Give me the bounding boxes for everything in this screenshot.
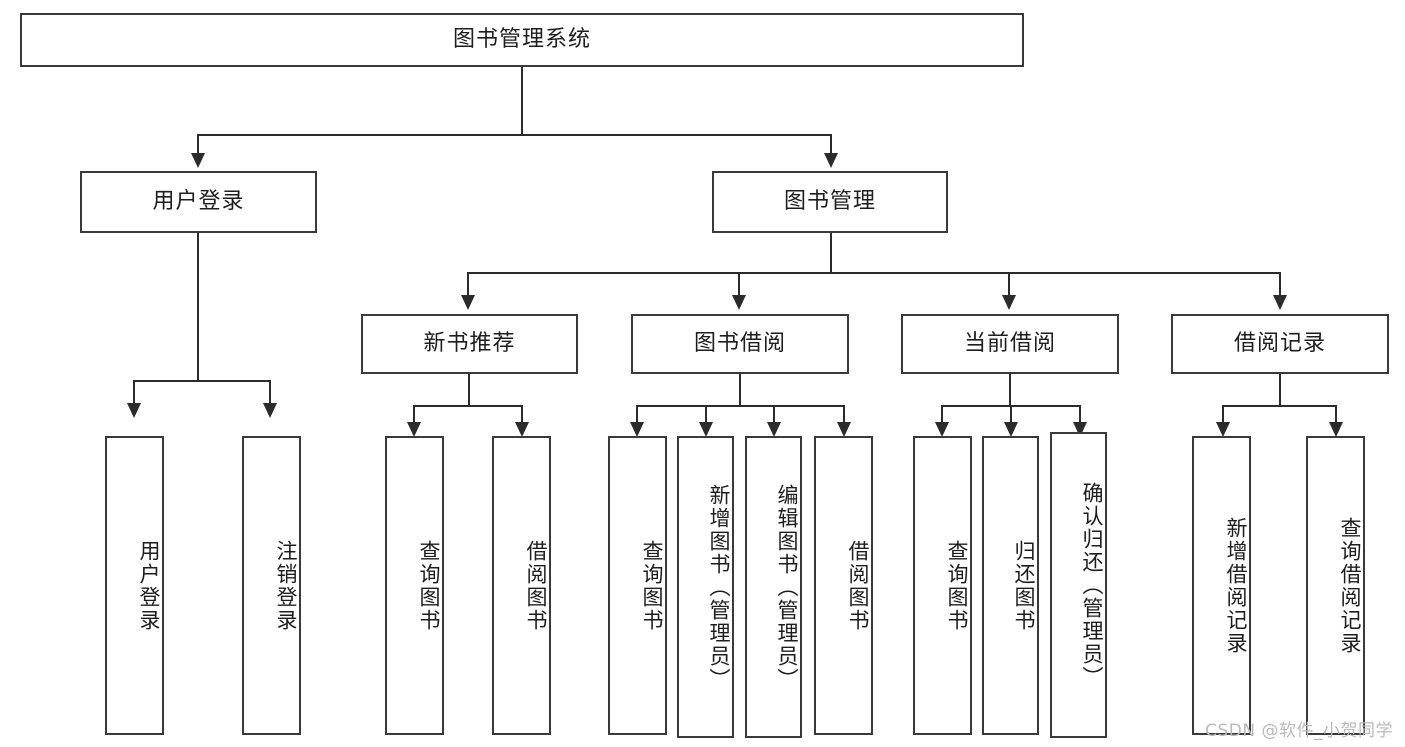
connector-book-management-stem	[830, 233, 832, 273]
connector-new-book-bus	[413, 405, 523, 407]
arrow-to-leaf-edit-book	[767, 422, 781, 437]
arrow-to-leaf-borrow-book-1	[515, 422, 529, 437]
node-label: 图书管理系统	[452, 26, 591, 52]
csdn-watermark: CSDN @软件_小贺同学	[1205, 721, 1393, 741]
arrow-to-current-borrow	[1002, 295, 1016, 310]
connector-user-login-drop-2	[269, 380, 271, 405]
node-label: 借阅图书	[846, 539, 870, 632]
leaf-edit-book-admin[interactable]: 编辑图书（管理员）	[745, 436, 802, 738]
connector-current-borrow-drop-1	[941, 405, 943, 425]
leaf-borrow-book-borrow[interactable]: 借阅图书	[814, 436, 873, 735]
node-label: 用户登录	[137, 539, 161, 632]
arrow-to-leaf-add-book	[699, 422, 713, 437]
connector-borrow-record-drop-1	[1222, 405, 1224, 425]
connector-borrow-record-stem	[1279, 374, 1281, 406]
node-book-management[interactable]: 图书管理	[712, 171, 948, 233]
leaf-logout[interactable]: 注销登录	[242, 436, 301, 735]
arrow-to-leaf-query-book-3	[935, 422, 949, 437]
connector-level3-drop-3	[1008, 272, 1010, 297]
connector-current-borrow-drop-2	[1010, 405, 1012, 425]
leaf-add-book-admin[interactable]: 新增图书（管理员）	[677, 436, 734, 738]
node-label: 查询图书	[640, 539, 664, 632]
leaf-query-book-new[interactable]: 查询图书	[385, 436, 444, 735]
connector-level3-bus	[467, 272, 1281, 274]
connector-user-login-bus	[133, 380, 270, 382]
node-label: 借阅记录	[1233, 330, 1326, 356]
connector-book-borrow-bus	[636, 405, 845, 407]
connector-root-drop-2	[830, 134, 832, 156]
connector-root-drop-1	[197, 134, 199, 156]
node-label: 新增借阅记录	[1224, 516, 1248, 655]
node-label: 用户登录	[152, 188, 245, 214]
node-user-login[interactable]: 用户登录	[80, 171, 317, 233]
node-label: 图书管理	[783, 188, 876, 214]
node-label: 当前借阅	[963, 330, 1056, 356]
arrow-to-leaf-borrow-book-2	[837, 422, 851, 437]
node-label: 图书借阅	[693, 330, 786, 356]
node-current-borrow[interactable]: 当前借阅	[901, 314, 1119, 374]
arrow-to-borrow-record	[1273, 295, 1287, 310]
arrow-to-leaf-query-book-1	[407, 422, 421, 437]
connector-level3-drop-1	[467, 272, 469, 297]
leaf-borrow-book-new[interactable]: 借阅图书	[492, 436, 551, 735]
node-label: 查询借阅记录	[1338, 516, 1362, 655]
arrow-to-book-borrow	[732, 295, 746, 310]
leaf-query-borrow-record[interactable]: 查询借阅记录	[1306, 436, 1365, 735]
connector-book-borrow-drop-1	[636, 405, 638, 425]
leaf-query-book-current[interactable]: 查询图书	[913, 436, 972, 735]
node-label: 查询图书	[417, 539, 441, 632]
node-borrow-record[interactable]: 借阅记录	[1171, 314, 1389, 374]
connector-root-stem	[521, 67, 523, 135]
connector-current-borrow-drop-3	[1079, 405, 1081, 425]
connector-level3-drop-4	[1279, 272, 1281, 297]
arrow-to-leaf-query-book-2	[630, 422, 644, 437]
node-new-book-recommend[interactable]: 新书推荐	[361, 314, 578, 374]
node-label: 归还图书	[1012, 539, 1036, 632]
node-root-book-management-system[interactable]: 图书管理系统	[20, 13, 1024, 67]
arrow-to-leaf-query-record	[1329, 422, 1343, 437]
arrow-to-book-management	[824, 153, 838, 168]
connector-root-bus	[198, 134, 832, 136]
leaf-confirm-return-admin[interactable]: 确认归还（管理员）	[1050, 432, 1107, 738]
arrow-to-new-book-recommend	[461, 295, 475, 310]
arrow-to-leaf-return-book	[1004, 422, 1018, 437]
node-label: 注销登录	[274, 539, 298, 632]
connector-borrow-record-drop-2	[1335, 405, 1337, 425]
node-book-borrow[interactable]: 图书借阅	[631, 314, 849, 374]
arrow-to-leaf-add-record	[1216, 422, 1230, 437]
connector-new-book-drop-1	[413, 405, 415, 425]
connector-book-borrow-stem	[739, 374, 741, 406]
connector-level3-drop-2	[738, 272, 740, 297]
node-label: 新增图书（管理员）	[707, 483, 731, 691]
connector-book-borrow-drop-2	[705, 405, 707, 425]
connector-book-borrow-drop-3	[773, 405, 775, 425]
node-label: 确认归还（管理员）	[1080, 481, 1104, 689]
leaf-user-login[interactable]: 用户登录	[105, 436, 164, 735]
connector-user-login-stem	[197, 233, 199, 381]
connector-current-borrow-stem	[1009, 374, 1011, 406]
connector-new-book-stem	[468, 374, 470, 406]
node-label: 查询图书	[945, 539, 969, 632]
arrow-to-user-login	[191, 153, 205, 168]
arrow-to-leaf-user-login	[127, 403, 141, 418]
node-label: 新书推荐	[423, 330, 516, 356]
leaf-return-book[interactable]: 归还图书	[982, 436, 1039, 735]
connector-book-borrow-drop-4	[843, 405, 845, 425]
node-label: 编辑图书（管理员）	[775, 483, 799, 691]
node-label: 借阅图书	[524, 539, 548, 632]
connector-new-book-drop-2	[521, 405, 523, 425]
connector-borrow-record-bus	[1222, 405, 1337, 407]
connector-user-login-drop-1	[133, 380, 135, 405]
leaf-add-borrow-record[interactable]: 新增借阅记录	[1192, 436, 1251, 735]
arrow-to-leaf-logout	[263, 403, 277, 418]
leaf-query-book-borrow[interactable]: 查询图书	[608, 436, 667, 735]
